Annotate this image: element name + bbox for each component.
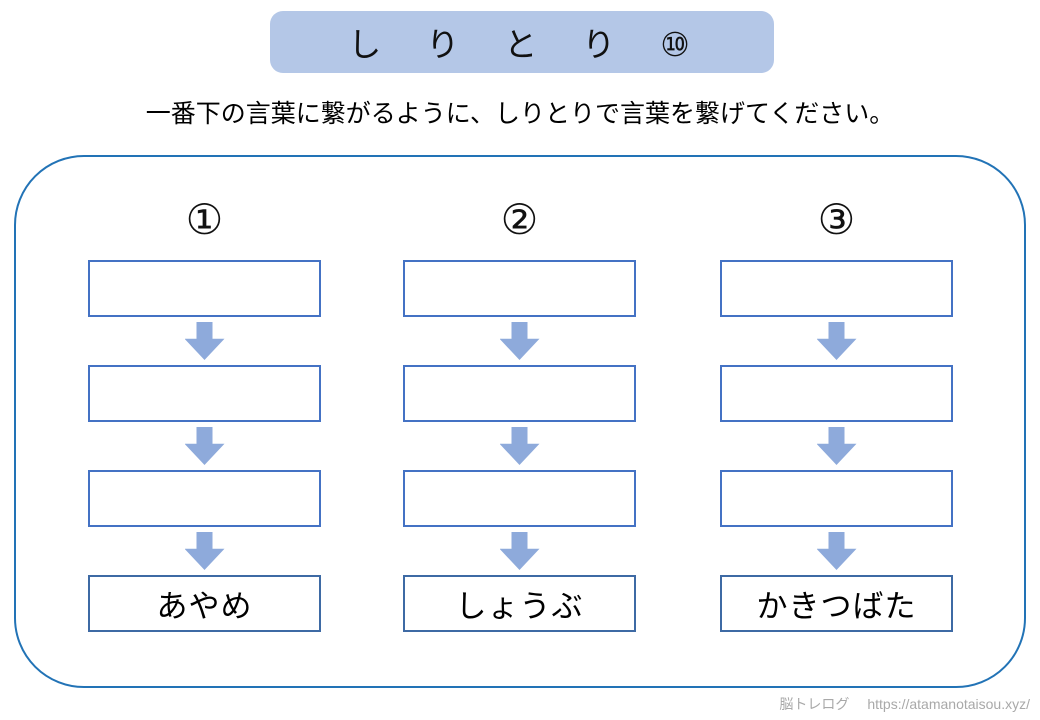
down-arrow-icon [499,427,540,465]
watermark-site-url: https://atamanotaisou.xyz/ [867,696,1030,712]
watermark-site-name: 脳トレログ [779,696,850,712]
down-arrow-icon [184,532,225,570]
given-word-box-1: あやめ [88,575,321,632]
down-arrow-icon [816,427,857,465]
answer-box-3-2[interactable] [720,365,953,422]
down-arrow-icon [499,532,540,570]
shiritori-column-3: ③ かきつばた [720,190,953,632]
answer-box-3-3[interactable] [720,470,953,527]
watermark: 脳トレログ https://atamanotaisou.xyz/ [779,694,1030,714]
title-banner: し り と り ⑩ [270,11,774,73]
column-2-number-label: ② [500,196,539,243]
answer-box-1-3[interactable] [88,470,321,527]
down-arrow-icon [816,322,857,360]
answer-box-1-1[interactable] [88,260,321,317]
answer-box-2-2[interactable] [403,365,636,422]
arrow-slot [403,317,636,365]
down-arrow-icon [499,322,540,360]
answer-box-2-1[interactable] [403,260,636,317]
arrow-slot [720,527,953,575]
column-1-number-label: ① [185,196,224,243]
arrow-slot [88,317,321,365]
down-arrow-icon [184,427,225,465]
arrow-slot [403,527,636,575]
page-title: し り と り ⑩ [348,26,696,63]
arrow-slot [720,317,953,365]
answer-box-2-3[interactable] [403,470,636,527]
given-word-box-3: かきつばた [720,575,953,632]
arrow-slot [720,422,953,470]
answer-box-3-1[interactable] [720,260,953,317]
down-arrow-icon [816,532,857,570]
shiritori-column-1: ① あやめ [88,190,321,632]
instruction-text: 一番下の言葉に繋がるように、しりとりで言葉を繋げてください。 [145,100,895,128]
arrow-slot [88,422,321,470]
arrow-slot [403,422,636,470]
column-3-number-label: ③ [817,196,856,243]
arrow-slot [88,527,321,575]
down-arrow-icon [184,322,225,360]
given-word-box-2: しょうぶ [403,575,636,632]
answer-box-1-2[interactable] [88,365,321,422]
shiritori-column-2: ② しょうぶ [403,190,636,632]
